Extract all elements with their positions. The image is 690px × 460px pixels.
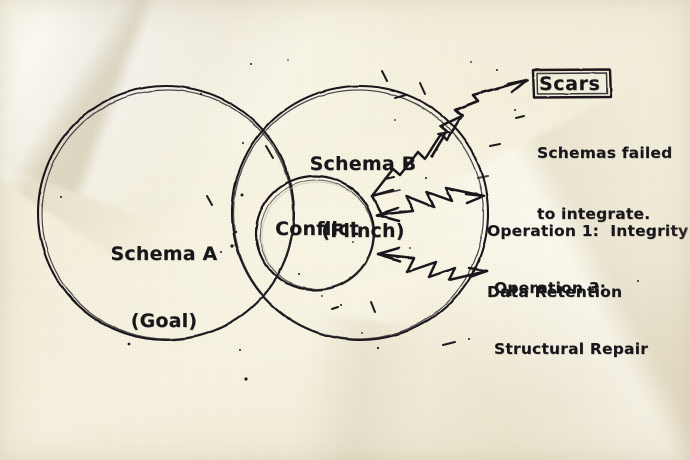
circle-conflict [254,174,376,292]
arrow-operation-1-icon [375,186,486,223]
arrow-conflict-diagonal-icon [370,113,464,216]
label-scars-note: Schemas failed to integrate. [537,103,672,264]
scars-box-outline [531,68,613,99]
arrow-to-scars-icon [430,78,529,158]
label-operation-1-line1: Operation 1: Integrity [487,221,689,240]
label-scars-note-line1: Schemas failed [537,144,673,163]
label-conflict: Conflict [275,218,359,240]
label-operation-3-line2: Structural Repair [494,340,649,359]
label-schema-a: Schema A (Goal) [74,198,254,377]
label-operation-1: Operation 1: Integrity Data Retention [487,180,688,344]
label-scars-note-line2: to integrate. [537,204,651,223]
ink-dashes [206,70,525,346]
label-operation-1-line2: Data Retention [487,283,623,302]
label-schema-b-line2: (Flinch) [321,220,405,243]
label-schema-a-line1: Schema A [110,242,218,265]
arrow-operation-3-icon [376,246,489,282]
ink-speckles [60,59,639,381]
circle-schema-b [230,84,490,342]
label-schema-a-line2: (Goal) [130,310,198,333]
label-schema-b: Schema B (Flinch) [288,108,438,287]
circle-schema-a [36,84,296,342]
label-schema-b-line1: Schema B [309,152,417,175]
label-operation-3-line1: Operation 3: [494,278,607,297]
label-operation-3: Operation 3: Structural Repair [494,237,648,401]
label-scars: Scars [539,73,601,95]
